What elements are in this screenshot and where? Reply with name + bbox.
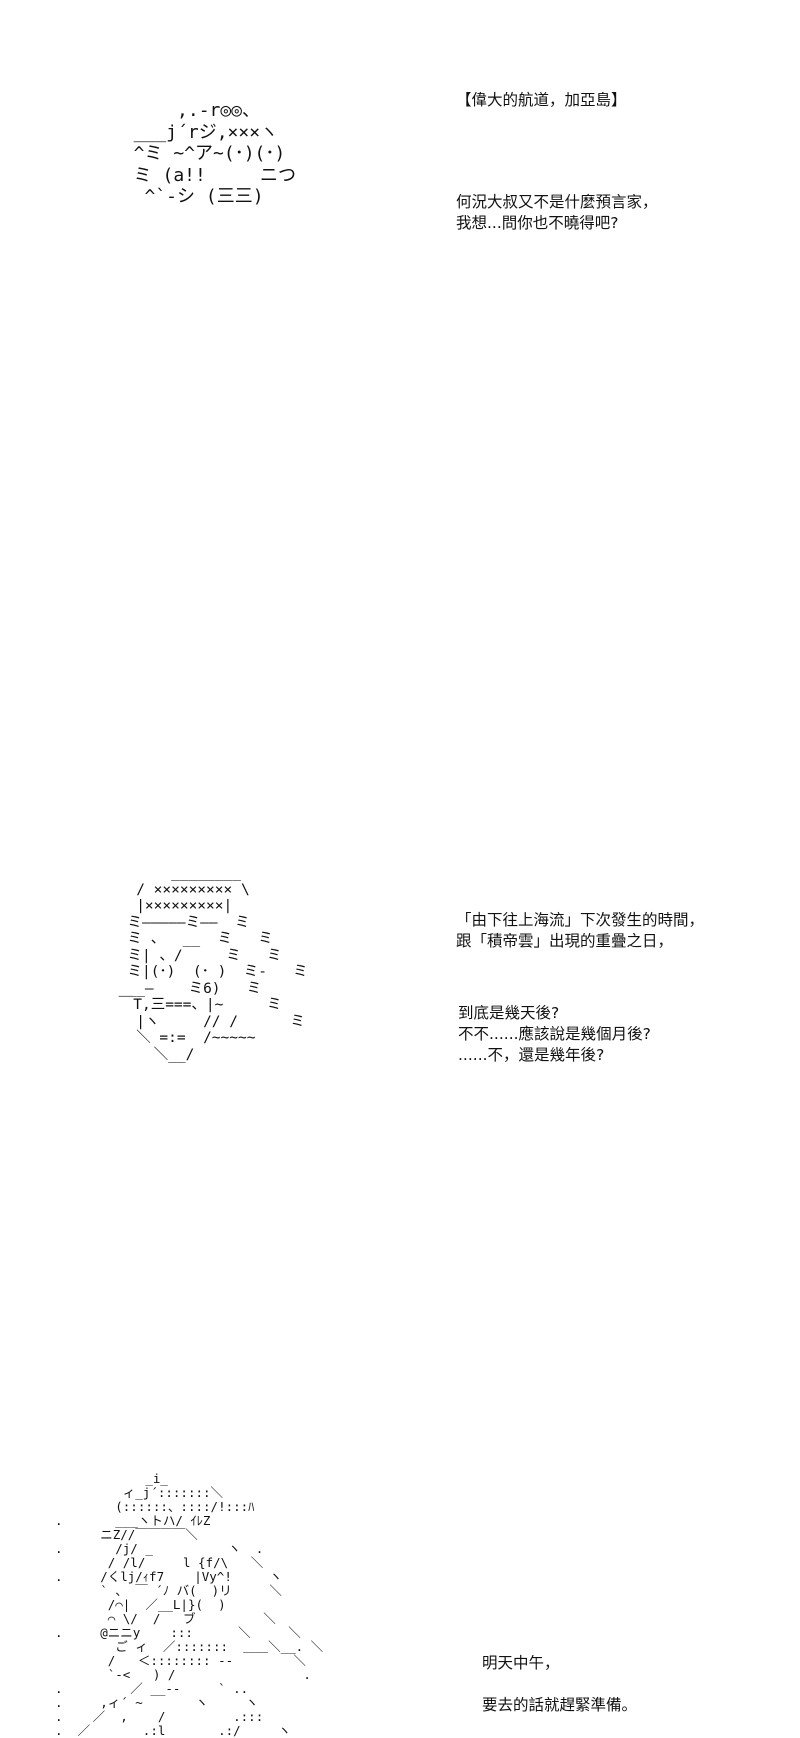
dialogue-line: 明天中午， xyxy=(482,1654,560,1672)
dialogue-line: 跟「積帝雲」出現的重疊之日， xyxy=(456,932,674,950)
dialogue-line: 到底是幾天後? xyxy=(458,1004,560,1022)
dialogue-line: 要去的話就趕緊準備。 xyxy=(482,1696,638,1714)
panel-3: _i_ ィ_j´:::::::＼ (::::::、::::/!:::ﾊ . __… xyxy=(0,720,800,1738)
dialogue-line: 不不......應該說是幾個月後? xyxy=(458,1025,651,1043)
panel-2: ________ / ××××××××× \ |×××××××××| ミ――――… xyxy=(0,420,800,1064)
dialogue-line: 何況大叔又不是什麼預言家， xyxy=(456,193,658,211)
location-caption: 【偉大的航道，加亞島】 xyxy=(456,90,627,111)
dialogue-1: 何況大叔又不是什麼預言家， 我想...問你也不曉得吧? xyxy=(456,192,658,234)
dialogue-line: ......不，還是幾年後? xyxy=(458,1046,605,1064)
dialogue-2b: 到底是幾天後? 不不......應該說是幾個月後? ......不，還是幾年後? xyxy=(458,1003,651,1066)
dialogue-line: 我想...問你也不曉得吧? xyxy=(456,214,619,232)
ascii-art-face-1: ,.-r◎◎、 ___j´rジ,×××ヽ ^ミ ~^ア~(･)(･) ミ (a!… xyxy=(133,100,297,208)
dialogue-3: 明天中午， 要去的話就趕緊準備。 xyxy=(482,1653,637,1716)
location-caption-text: 【偉大的航道，加亞島】 xyxy=(456,91,627,109)
panel-1: ,.-r◎◎、 ___j´rジ,×××ヽ ^ミ ~^ア~(･)(･) ミ (a!… xyxy=(0,0,800,420)
ascii-art-face-2: ________ / ××××××××× \ |×××××××××| ミ――――… xyxy=(118,865,308,1063)
ascii-art-figure-3: _i_ ィ_j´:::::::＼ (::::::、::::/!:::ﾊ . __… xyxy=(55,1471,324,1738)
dialogue-line: 「由下往上海流」下次發生的時間， xyxy=(456,911,705,929)
dialogue-2a: 「由下往上海流」下次發生的時間， 跟「積帝雲」出現的重疊之日， xyxy=(456,910,704,952)
dialogue-line-blank xyxy=(482,1674,637,1695)
